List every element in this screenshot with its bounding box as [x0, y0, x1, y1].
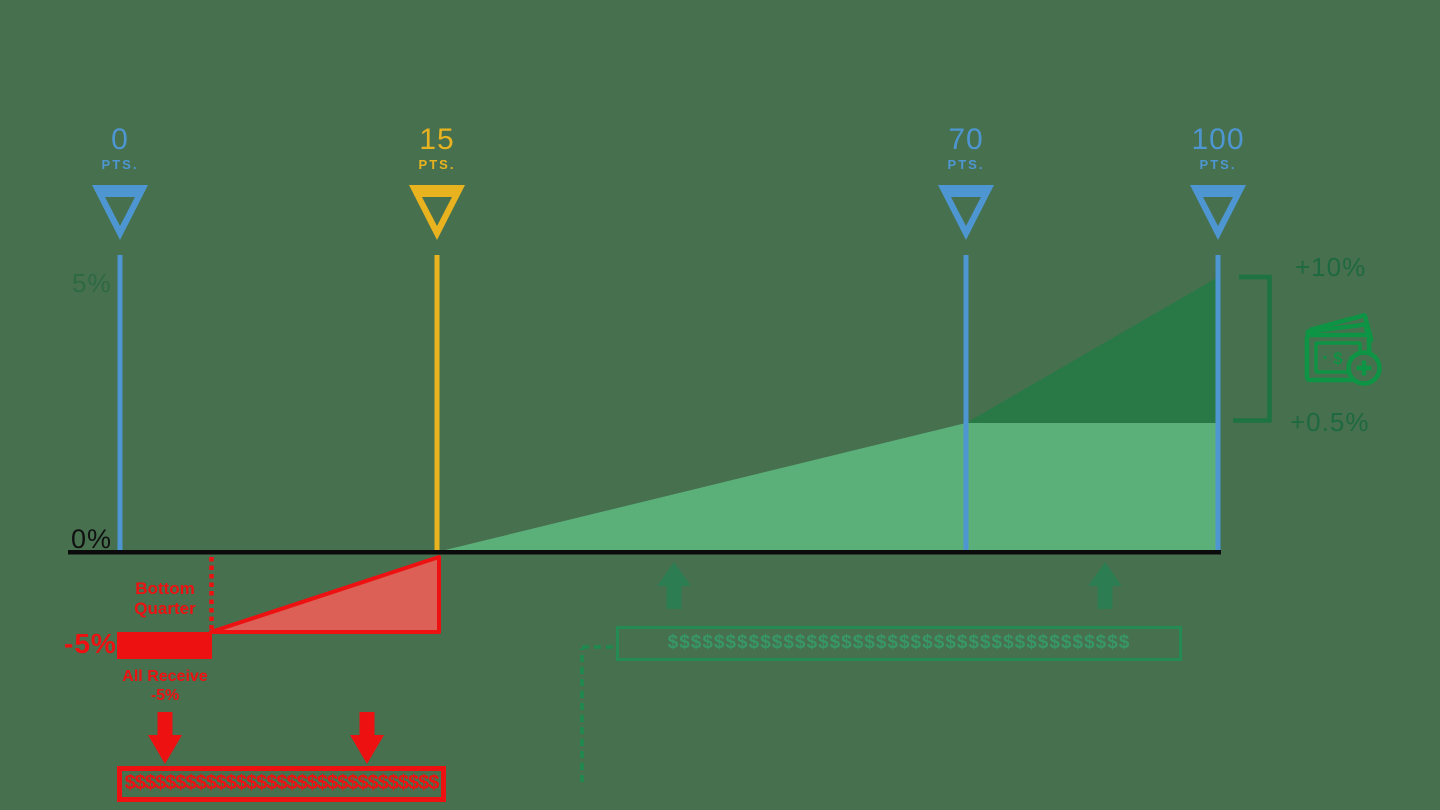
zero-axis-line [68, 550, 1221, 555]
svg-text:$: $ [1333, 349, 1343, 368]
marker-line-100pts [1215, 255, 1221, 552]
bonus-range-bracket [1233, 274, 1272, 423]
marker-value: 100 [1191, 123, 1245, 156]
y-tick-0pct: 0% [71, 524, 113, 554]
marker-line-70pts [963, 255, 969, 552]
bonus-top-label: +10% [1295, 252, 1367, 282]
bonus-bottom-label: +0.5% [1290, 407, 1370, 437]
marker-value: 0 [111, 123, 129, 156]
all-receive-label: All Receive -5% [122, 668, 208, 704]
marker-unit: PTS. [1199, 157, 1237, 172]
marker-100pts: 100 PTS. [1158, 123, 1278, 173]
marker-unit: PTS. [947, 157, 985, 172]
up-arrow-icon [1088, 562, 1122, 609]
up-arrow-icon [657, 562, 691, 609]
down-arrow-icon [148, 712, 182, 764]
marker-0pts: 0 PTS. [60, 123, 180, 173]
bonus-dollars-box: $$$$$$$$$$$$$$$$$$$$$$$$$$$$$$$$$$$$$$$$ [616, 626, 1182, 661]
marker-unit: PTS. [418, 157, 456, 172]
down-arrow-icon [350, 712, 384, 764]
y-tick-minus5pct: -5% [64, 628, 117, 659]
marker-triangle-15pts-icon [409, 185, 465, 240]
light-green-payout-area [437, 423, 1218, 552]
marker-value: 70 [948, 123, 984, 156]
all-receive-minus5-bar [117, 632, 212, 659]
red-penalty-triangle [209, 555, 441, 634]
marker-15pts: 15 PTS. [377, 123, 497, 173]
marker-value: 15 [419, 123, 455, 156]
marker-triangle-70pts-icon [938, 185, 994, 240]
marker-triangle-0pts-icon [92, 185, 148, 240]
penalty-dollars-box: $$$$$$$$$$$$$$$$$$$$$$$$$$$$$$$ [117, 766, 446, 802]
marker-triangle-100pts-icon [1190, 185, 1246, 240]
bottom-quarter-label: Bottom Quarter [134, 579, 196, 618]
marker-70pts: 70 PTS. [906, 123, 1026, 173]
dark-green-bonus-triangle [966, 277, 1218, 423]
marker-line-0pts [117, 255, 123, 552]
y-tick-5pct: 5% [72, 268, 112, 298]
marker-unit: PTS. [101, 157, 139, 172]
marker-line-15pts [434, 255, 440, 552]
money-plus-icon: $ [1304, 313, 1382, 386]
